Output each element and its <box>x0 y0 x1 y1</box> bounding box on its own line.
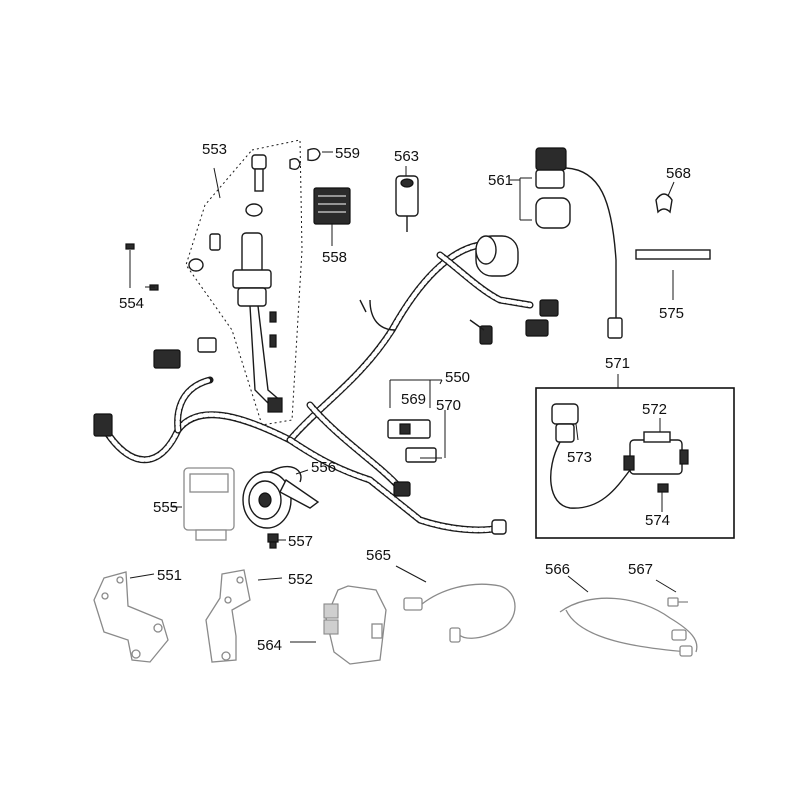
label-565: 565 <box>366 547 391 564</box>
regulator-rectifier-icon <box>313 187 351 246</box>
label-553: 553 <box>202 141 227 158</box>
cable-icon-2 <box>559 575 698 653</box>
nut-icon <box>245 203 263 217</box>
label-571: 571 <box>605 355 630 372</box>
key-icon <box>251 154 267 192</box>
label-552: 552 <box>288 571 313 588</box>
label-558: 558 <box>322 249 347 266</box>
wire-harness-icon <box>93 241 559 535</box>
label-561: 561 <box>488 172 513 189</box>
label-559: 559 <box>335 145 360 162</box>
bolt-icon <box>267 533 286 549</box>
label-570: 570 <box>436 397 461 414</box>
clip-icon <box>289 147 333 171</box>
label-551: 551 <box>157 567 182 584</box>
label-564: 564 <box>257 637 282 654</box>
ignition-switch-icon <box>232 232 283 413</box>
label-555: 555 <box>153 499 178 516</box>
pin-icon <box>209 233 221 251</box>
horn-icon <box>242 466 320 529</box>
washer-icon <box>188 258 204 272</box>
label-568: 568 <box>666 165 691 182</box>
cable-icon <box>395 565 516 643</box>
spark-plug-cap-icon <box>550 403 631 509</box>
screw-icon-coil <box>657 483 669 512</box>
ignition-switch-group <box>185 139 303 426</box>
terminal-icon <box>655 579 693 657</box>
label-569: 569 <box>401 391 426 408</box>
tape-strip-icon <box>635 249 711 260</box>
label-575: 575 <box>659 305 684 322</box>
label-573: 573 <box>567 449 592 466</box>
label-563: 563 <box>394 148 419 165</box>
relay-icon <box>290 585 387 665</box>
label-567: 567 <box>628 561 653 578</box>
label-554: 554 <box>119 295 144 312</box>
label-566: 566 <box>545 561 570 578</box>
bracket-icon-2 <box>205 569 283 663</box>
ignition-coil-group <box>535 387 735 539</box>
label-574: 574 <box>645 512 670 529</box>
bracket-icon <box>93 571 169 663</box>
label-557: 557 <box>288 533 313 550</box>
clamp-icon <box>655 181 675 214</box>
flasher-relay-icon <box>395 166 419 232</box>
ignition-coil-icon <box>623 418 689 475</box>
label-572: 572 <box>642 401 667 418</box>
label-550: 550 <box>445 369 470 386</box>
cdi-unit-icon <box>172 467 235 541</box>
capacitor-icon <box>475 235 519 277</box>
label-556: 556 <box>311 459 336 476</box>
connector-block-icon <box>387 379 446 463</box>
starter-relay-icon <box>510 147 623 339</box>
screw-icon <box>125 243 159 291</box>
